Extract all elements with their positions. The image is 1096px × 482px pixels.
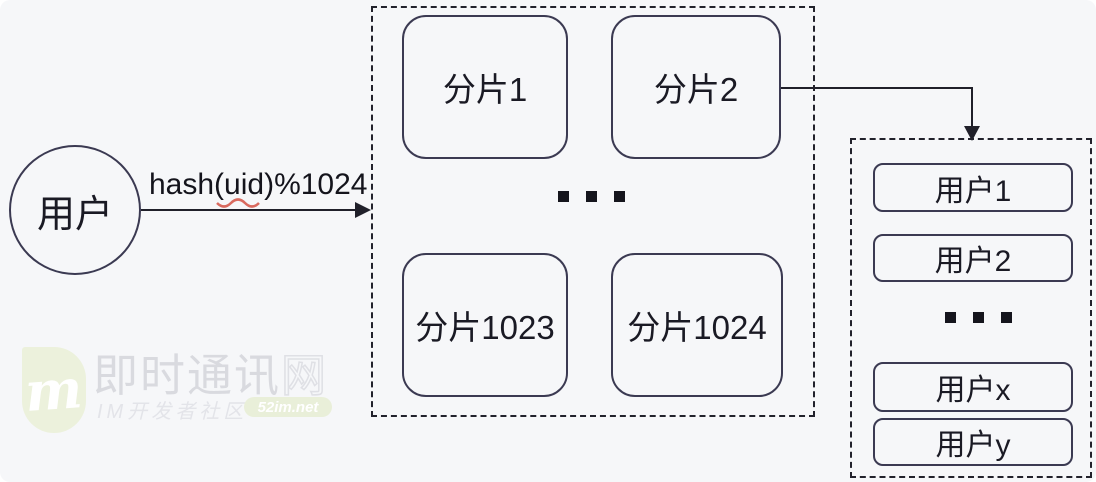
watermark-logo: m (22, 347, 86, 433)
square-dot (586, 191, 597, 202)
shard-node-label: 分片2 (653, 71, 739, 108)
shards-ellipsis (558, 191, 625, 202)
watermark-brand-outline: 网 (280, 349, 329, 402)
watermark-tagline: IM开发者社区 (97, 401, 248, 423)
user-item-1: 用户1 (873, 163, 1073, 212)
square-dot (1001, 312, 1012, 323)
shard-node-2: 分片2 (611, 15, 781, 159)
shard-node-label: 分片1024 (627, 309, 767, 346)
watermark-site-badge: 52im.net (244, 397, 332, 417)
user-item-label: 用户2 (934, 245, 1012, 278)
user-to-shards-arrow-head (355, 202, 371, 218)
hash-function-label: hash(uid)%1024 (149, 168, 368, 201)
user-item-y: 用户y (873, 418, 1073, 466)
shard-cluster-box (371, 6, 815, 417)
user-item-2: 用户2 (873, 234, 1073, 282)
user-node: 用户 (9, 145, 141, 275)
watermark-brand: 即时通讯网 (93, 339, 328, 404)
users-ellipsis (945, 312, 1012, 323)
watermark-brand-solid: 即时通讯 (93, 350, 282, 401)
user-item-label: 用户1 (934, 174, 1012, 208)
user-node-label: 用户 (36, 193, 113, 236)
watermark-logo-letter: m (23, 356, 85, 424)
users-cluster-box (850, 138, 1092, 478)
user-item-x: 用户x (873, 362, 1073, 412)
shard-node-label: 分片1 (442, 71, 528, 108)
user-item-label: 用户x (935, 374, 1011, 407)
shard-node-1: 分片1 (402, 15, 568, 159)
square-dot (945, 312, 956, 323)
square-dot (973, 312, 984, 323)
square-dot (558, 191, 569, 202)
user-item-label: 用户y (935, 429, 1011, 462)
shard-node-1024: 分片1024 (611, 253, 783, 397)
shard-node-1023: 分片1023 (402, 253, 568, 397)
square-dot (614, 191, 625, 202)
watermark-site-text: 52im.net (257, 398, 319, 416)
shard-node-label: 分片1023 (415, 309, 555, 346)
